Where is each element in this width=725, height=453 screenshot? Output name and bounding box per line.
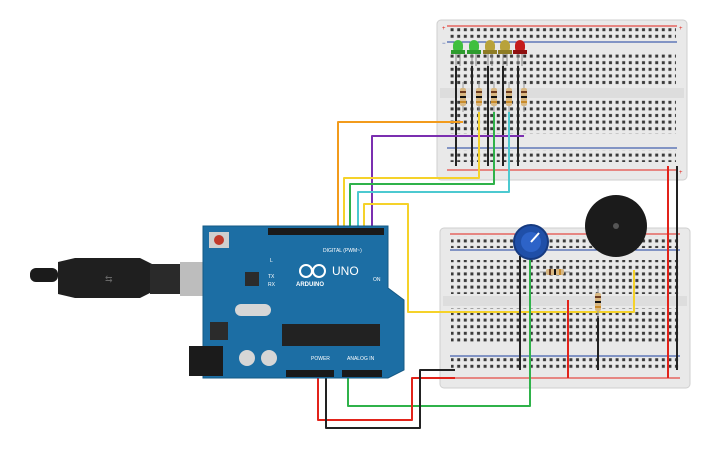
resistor-led-5[interactable] xyxy=(521,82,527,112)
resistor-led-2[interactable] xyxy=(476,82,482,112)
piezo-buzzer[interactable] xyxy=(585,195,647,257)
arduino-logo xyxy=(299,264,326,278)
breadboard-bottom[interactable] xyxy=(439,227,691,389)
svg-text:+: + xyxy=(679,170,683,176)
wires xyxy=(317,66,678,429)
rx-label: RX xyxy=(268,282,276,288)
arduino-uno[interactable]: UNO ARDUINO DIGITAL (PWM~) POWER ANALOG … xyxy=(189,225,405,379)
pot-knob-indicator xyxy=(530,232,540,243)
svg-text:+: + xyxy=(442,26,446,32)
l-label: L xyxy=(270,258,273,264)
crystal xyxy=(235,304,271,316)
analog-label: ANALOG IN xyxy=(347,356,375,362)
wire-green-led[interactable] xyxy=(349,112,495,228)
capacitor-2 xyxy=(261,350,277,366)
dc-power-jack[interactable] xyxy=(189,346,223,376)
led-group xyxy=(451,40,527,66)
analog-header xyxy=(342,370,382,377)
wire-orange[interactable] xyxy=(337,121,463,228)
wire-purple[interactable] xyxy=(371,135,524,228)
resistor-led-4[interactable] xyxy=(506,82,512,112)
resistor-led-1[interactable] xyxy=(460,82,466,112)
brand-label: ARDUINO xyxy=(296,282,324,288)
voltage-regulator xyxy=(210,322,228,340)
resistor-horizontal[interactable] xyxy=(540,269,570,275)
potentiometer[interactable] xyxy=(513,224,549,260)
led-green-1[interactable] xyxy=(451,40,465,54)
capacitor-1 xyxy=(239,350,255,366)
wire-yellow-buzzer[interactable] xyxy=(363,203,635,313)
power-label: POWER xyxy=(311,356,330,362)
wire-green-pot[interactable] xyxy=(347,256,531,407)
breadboard-top[interactable]: + − + + xyxy=(436,19,688,181)
digital-header xyxy=(268,228,384,235)
svg-text:+: + xyxy=(679,26,683,32)
led-resistors xyxy=(460,82,527,112)
usb-cable[interactable]: ⇆ xyxy=(30,258,204,298)
led-yellow-2[interactable] xyxy=(498,40,512,54)
on-label: ON xyxy=(373,277,381,283)
wire-black-gnd[interactable] xyxy=(325,366,455,429)
usb-chip xyxy=(245,272,259,286)
digital-label: DIGITAL (PWM~) xyxy=(323,248,362,254)
wire-yellow-led[interactable] xyxy=(343,112,480,228)
led-yellow-1[interactable] xyxy=(483,40,497,54)
wire-red-5v[interactable] xyxy=(317,366,455,421)
resistor-led-3[interactable] xyxy=(491,82,497,112)
wire-cyan-led[interactable] xyxy=(357,112,510,228)
model-label: UNO xyxy=(332,264,359,278)
resistor-vertical[interactable] xyxy=(595,288,601,318)
usb-icon: ⇆ xyxy=(105,274,113,284)
tx-label: TX xyxy=(268,274,275,280)
atmega-chip xyxy=(282,324,380,346)
led-red[interactable] xyxy=(513,40,527,54)
reset-button[interactable] xyxy=(209,232,229,248)
led-green-2[interactable] xyxy=(467,40,481,54)
power-header xyxy=(286,370,334,377)
svg-text:−: − xyxy=(442,41,446,47)
